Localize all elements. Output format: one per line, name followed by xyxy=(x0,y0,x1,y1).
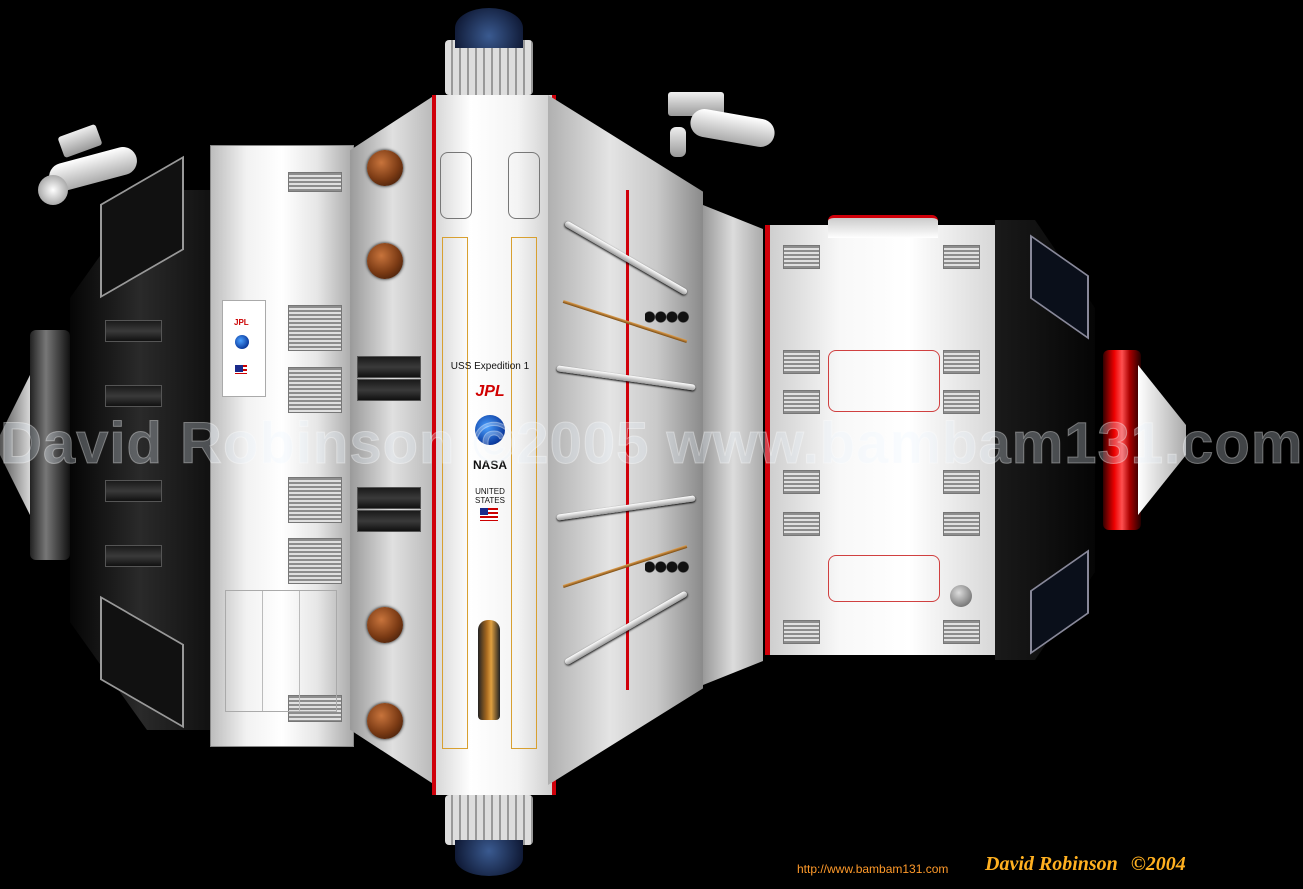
united-label: UNITED xyxy=(475,487,505,496)
central-window-left xyxy=(440,152,472,219)
right-module-hatch xyxy=(950,585,972,607)
orange-dome-light xyxy=(367,243,403,279)
right-module-red-circuit xyxy=(828,555,940,602)
right-module-top-cap xyxy=(828,215,938,238)
right-module-red-circuit xyxy=(828,350,940,412)
left-shell-slot xyxy=(105,545,162,567)
vent-grille xyxy=(943,512,980,536)
credit-url: http://www.bambam131.com xyxy=(797,862,949,876)
vent-grille xyxy=(288,172,342,192)
central-window-right xyxy=(508,152,540,219)
left-module-jpl-label: JPL xyxy=(234,318,249,327)
vent-grille xyxy=(783,470,820,494)
astronaut-figure xyxy=(660,92,780,172)
spacecraft-illustration: JPL USS Expedition 1 JPL NASA UNITED STA… xyxy=(0,8,1303,876)
vent-grille xyxy=(783,620,820,644)
right-engine-ring xyxy=(1103,350,1141,530)
jpl-label: JPL xyxy=(475,383,505,400)
left-module-lower-panel xyxy=(225,590,337,712)
orange-dome-light xyxy=(367,703,403,739)
orange-dome-light xyxy=(367,607,403,643)
thruster-cluster xyxy=(645,560,690,574)
vent-grille xyxy=(288,367,342,413)
vent-grille xyxy=(943,470,980,494)
orange-dome-light xyxy=(367,150,403,186)
left-angled-section xyxy=(350,95,435,785)
us-flag xyxy=(480,508,498,521)
credit-year: ©2004 xyxy=(1130,853,1186,875)
vent-grille xyxy=(288,305,342,351)
nasa-logo xyxy=(475,415,505,445)
top-docking-dome xyxy=(455,8,523,48)
credit-name: David Robinson ©2004 xyxy=(985,853,1186,876)
vent-grille xyxy=(783,245,820,269)
vent-grille xyxy=(943,350,980,374)
module-connector xyxy=(703,205,763,685)
dark-vent-slot xyxy=(357,356,421,378)
top-docking-port xyxy=(445,40,533,95)
vent-grille xyxy=(288,477,342,523)
watermark-text: David Robinson ©2005 www.bambam131.com xyxy=(0,411,1303,477)
right-angled-section xyxy=(548,95,703,785)
dark-vent-slot xyxy=(357,379,421,401)
left-module-flag xyxy=(235,365,247,374)
red-hull-line xyxy=(626,190,629,690)
credit-author: David Robinson xyxy=(985,853,1118,875)
left-module-nasa-logo xyxy=(235,335,249,349)
vent-grille xyxy=(783,512,820,536)
central-stripe-right xyxy=(511,237,537,749)
states-label: STATES xyxy=(475,496,505,505)
central-antenna-device xyxy=(478,620,500,720)
vent-grille xyxy=(943,620,980,644)
dark-vent-slot xyxy=(357,487,421,509)
vent-grille xyxy=(943,245,980,269)
left-shell-slot xyxy=(105,385,162,407)
thruster-cluster xyxy=(645,310,690,324)
central-stripe-left xyxy=(442,237,468,749)
ship-name-label: USS Expedition 1 xyxy=(450,361,530,372)
left-engine-ring xyxy=(30,330,70,560)
bottom-docking-port xyxy=(445,795,533,845)
nasa-label: NASA xyxy=(472,458,507,472)
right-module-body xyxy=(765,225,1002,655)
vent-grille xyxy=(943,390,980,414)
bottom-docking-dome xyxy=(455,840,523,876)
vent-grille xyxy=(783,390,820,414)
left-shell-slot xyxy=(105,480,162,502)
dark-vent-slot xyxy=(357,510,421,532)
left-shell-slot xyxy=(105,320,162,342)
vent-grille xyxy=(288,538,342,584)
vent-grille xyxy=(783,350,820,374)
astronaut-figure xyxy=(38,123,148,210)
